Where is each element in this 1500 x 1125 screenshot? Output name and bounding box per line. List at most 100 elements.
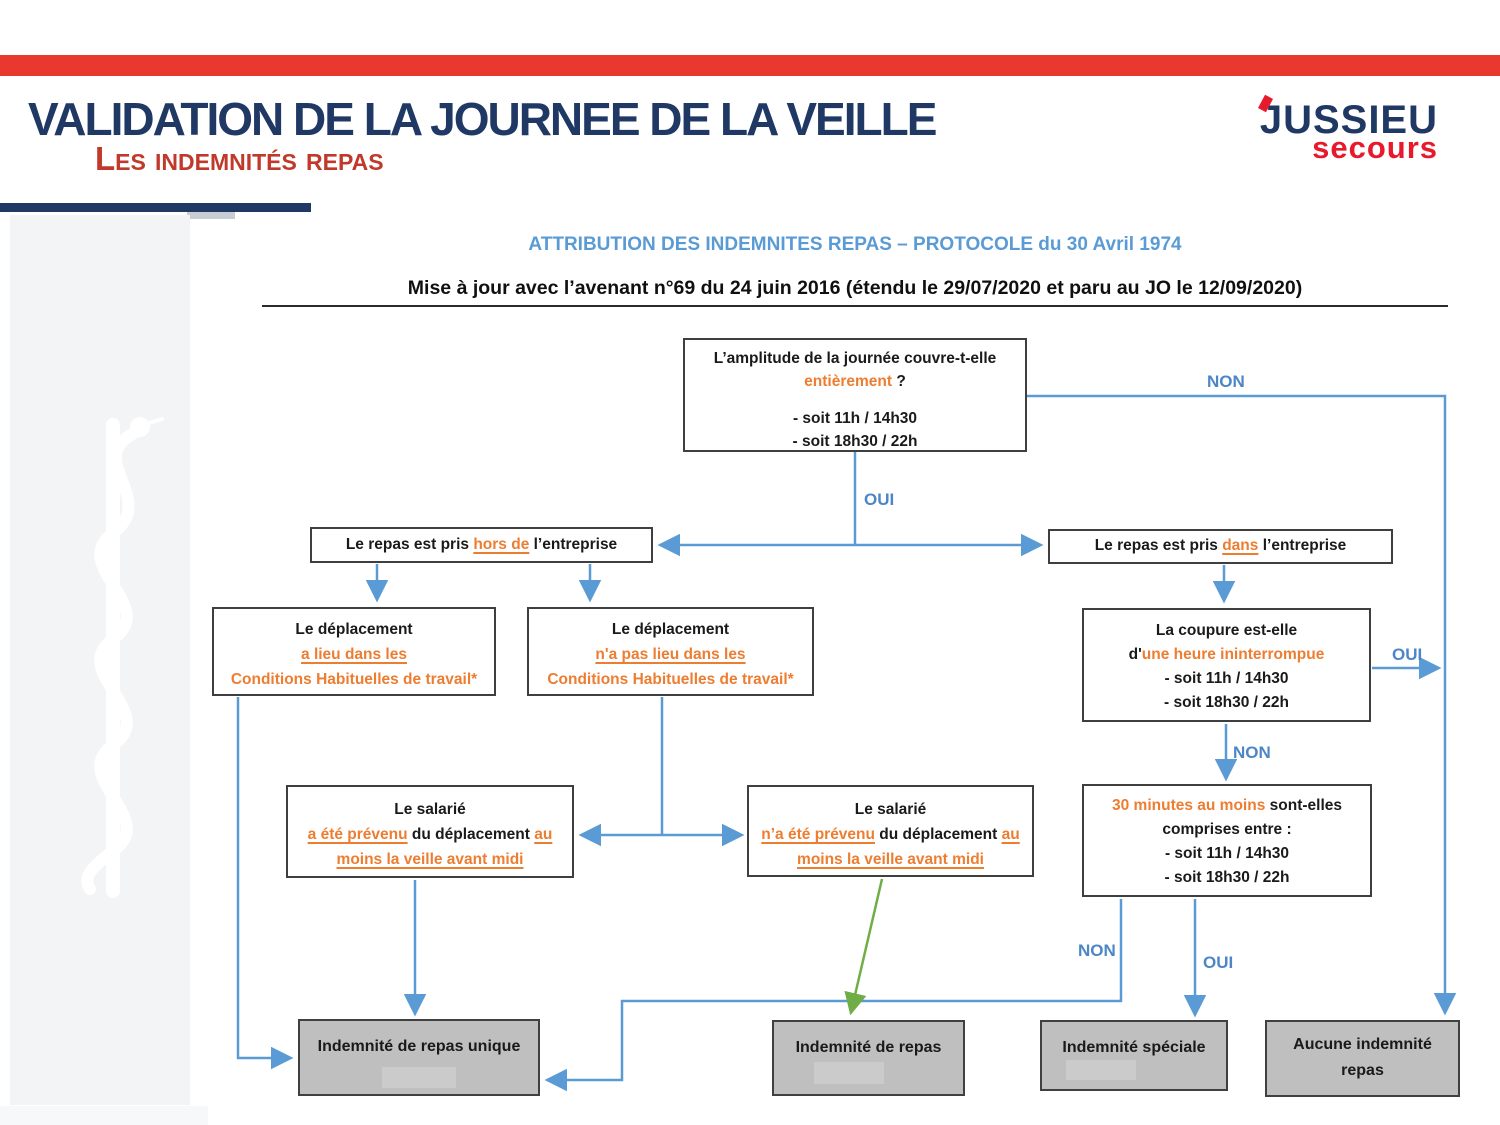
node-repas-hors-entreprise: Le repas est pris hors de l’entreprise [310, 527, 653, 563]
edge-label-oui-30min: OUI [1203, 953, 1234, 972]
text-highlight: au [534, 826, 553, 843]
node-line: - soit 11h / 14h30 [1084, 667, 1369, 691]
logo-brand-text: JUSSIEU [1259, 98, 1438, 142]
text-segment: du déplacement [875, 826, 1002, 843]
node-line: Le déplacement [214, 617, 494, 642]
redacted-patch [814, 1062, 884, 1084]
node-aucune-indemnite: Aucune indemnité repas [1265, 1020, 1460, 1097]
node-line: a lieu dans les [214, 642, 494, 667]
node-indemnite-repas-unique: Indemnité de repas unique [298, 1019, 540, 1096]
node-line: Conditions Habituelles de travail* [529, 667, 812, 692]
text-segment: Le repas est pris [345, 536, 474, 553]
result-label: repas [1341, 1062, 1384, 1079]
text-highlight: n’a été prévenu [761, 826, 875, 843]
result-label: Indemnité spéciale [1062, 1039, 1206, 1056]
text-highlight: entièrement [804, 373, 893, 390]
text-segment: Le déplacement [295, 621, 413, 638]
redacted-patch [382, 1067, 456, 1088]
result-label: Indemnité de repas [795, 1039, 942, 1056]
edge-label-non-30min: NON [1078, 941, 1116, 960]
caduceus-watermark-icon [81, 417, 164, 898]
result-label: Aucune indemnité [1293, 1036, 1432, 1053]
slide-title: VALIDATION DE LA JOURNEE DE LA VEILLE [28, 93, 937, 145]
text-segment: - soit 18h30 / 22h [1164, 869, 1290, 886]
edge-label-non-coupure: NON [1233, 743, 1271, 762]
flowchart-divider-line [262, 305, 1448, 307]
edge-dep1-to-unique [236, 697, 294, 1070]
text-segment: l’entreprise [1258, 537, 1347, 554]
node-repas-dans-entreprise: Le repas est pris dans l’entreprise [1048, 529, 1393, 564]
node-indemnite-speciale: Indemnité spéciale [1040, 1020, 1228, 1091]
text-segment: L’amplitude de la journée couvre-t-elle [713, 350, 997, 367]
node-30-minutes-question: 30 minutes au moins sont-elles comprises… [1082, 784, 1372, 897]
text-segment: sont-elles [1265, 797, 1342, 814]
text-highlight: moins la veille avant midi [336, 851, 524, 868]
text-segment: Le déplacement [611, 621, 730, 638]
edge-label-oui-amplitude: OUI [864, 490, 895, 509]
text-highlight: 30 minutes au moins [1112, 797, 1266, 814]
redacted-patch [1066, 1060, 1136, 1080]
text-highlight: une heure ininterrompue [1141, 646, 1325, 663]
edge-label-non-amplitude: NON [1207, 372, 1245, 391]
top-red-bar [0, 55, 1500, 76]
logo-brand: JUSSIEU [1257, 94, 1438, 142]
node-indemnite-repas: Indemnité de repas [772, 1020, 965, 1096]
text-highlight: au [1001, 826, 1020, 843]
node-line: n’a été prévenu du déplacement au [749, 822, 1032, 847]
node-salarie-prevenu: Le salarié a été prévenu du déplacement … [286, 785, 574, 878]
node-line: - soit 18h30 / 22h [685, 430, 1025, 453]
node-line: Le salarié [288, 797, 572, 822]
node-line: d'une heure ininterrompue [1084, 643, 1369, 667]
flowchart-heading: ATTRIBUTION DES INDEMNITES REPAS – PROTO… [528, 234, 1182, 255]
text-segment: Le repas est pris [1094, 537, 1223, 554]
text-highlight: dans [1222, 537, 1259, 554]
node-deplacement-non-habituel: Le déplacement n'a pas lieu dans les Con… [527, 607, 814, 696]
slide-subtitle: Les indemnités repas [95, 140, 384, 177]
node-line: - soit 18h30 / 22h [1084, 691, 1369, 715]
node-line: Le salarié [749, 797, 1032, 822]
text-segment: l’entreprise [529, 536, 618, 553]
text-segment: - soit 11h / 14h30 [1164, 845, 1290, 862]
text-segment: - soit 11h / 14h30 [792, 410, 918, 427]
text-highlight: n'a pas lieu dans les [595, 646, 746, 663]
flowchart-subheading: Mise à jour avec l’avenant n°69 du 24 ju… [407, 277, 1303, 299]
text-segment: - soit 11h / 14h30 [1164, 670, 1289, 687]
node-line: Aucune indemnité [1267, 1032, 1458, 1058]
text-highlight: hors de [473, 536, 530, 553]
node-line: a été prévenu du déplacement au [288, 822, 572, 847]
node-line: comprises entre : [1084, 818, 1370, 842]
node-amplitude-question: L’amplitude de la journée couvre-t-elle … [683, 338, 1027, 452]
sidebar-watermark-panel [10, 215, 190, 1105]
text-segment: d' [1128, 646, 1142, 663]
text-highlight: Conditions Habituelles de travail* [547, 671, 794, 688]
node-line: Conditions Habituelles de travail* [214, 667, 494, 692]
edge-sal2-to-repas-green [844, 878, 884, 1016]
node-line: repas [1267, 1058, 1458, 1084]
text-highlight: moins la veille avant midi [797, 851, 984, 868]
node-line: n'a pas lieu dans les [529, 642, 812, 667]
node-line: L’amplitude de la journée couvre-t-elle [685, 347, 1025, 370]
text-highlight: a été prévenu [307, 826, 408, 843]
text-segment: Le salarié [394, 801, 466, 818]
text-segment: - soit 18h30 / 22h [792, 433, 918, 450]
result-label: Indemnité de repas unique [317, 1038, 521, 1055]
node-salarie-non-prevenu: Le salarié n’a été prévenu du déplacemen… [747, 785, 1034, 877]
node-coupure-question: La coupure est-elle d'une heure ininterr… [1082, 608, 1371, 722]
node-line: 30 minutes au moins sont-elles [1084, 794, 1370, 818]
edge-label-oui-coupure: OUI [1392, 645, 1423, 664]
text-segment: Le salarié [854, 801, 927, 818]
text-highlight: a lieu dans les [301, 646, 407, 663]
spacer [685, 393, 1025, 407]
title-underline-fragment [187, 212, 235, 219]
node-line: La coupure est-elle [1084, 619, 1369, 643]
text-segment: du déplacement [407, 826, 535, 843]
node-line: - soit 11h / 14h30 [685, 407, 1025, 430]
node-line: - soit 11h / 14h30 [1084, 842, 1370, 866]
bottom-left-strip [0, 1106, 208, 1125]
node-line: moins la veille avant midi [749, 847, 1032, 872]
text-segment: ? [892, 373, 906, 390]
logo-brand-sub: secours [1312, 130, 1438, 165]
node-line: moins la veille avant midi [288, 847, 572, 872]
title-underline-bar [0, 203, 311, 212]
node-line: Le déplacement [529, 617, 812, 642]
